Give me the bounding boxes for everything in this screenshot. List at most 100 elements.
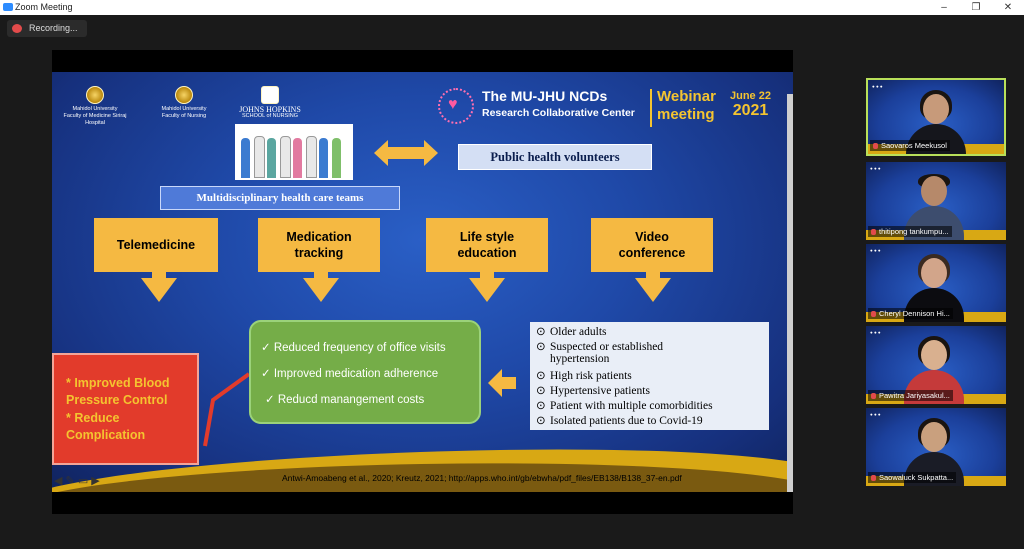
arrow-stem: [646, 272, 660, 278]
arrow-stem: [480, 272, 494, 278]
muted-mic-icon: [871, 229, 876, 235]
participant-video-tile[interactable]: ● ● ● Cheryl Dennison Hi...: [866, 244, 1006, 322]
red-box-line4: Complication: [66, 428, 146, 442]
shared-screen: Mahidol University Faculty of Medicine S…: [52, 50, 793, 514]
health-team-illustration: [235, 124, 353, 180]
double-headed-arrow-icon: [374, 140, 438, 166]
date-day: June 22: [730, 90, 771, 102]
video-conference-box: Video conference: [591, 218, 713, 272]
restore-button[interactable]: ❐: [971, 2, 981, 13]
slide-header-fragment: ● ● ●: [872, 84, 883, 89]
ncd-center-logo-icon: ♥: [438, 88, 474, 124]
list-item-text: Older adults: [550, 326, 607, 338]
list-item-text: High risk patients: [550, 370, 632, 382]
logo-name: Mahidol University: [161, 106, 207, 112]
service-line2: tracking: [294, 246, 344, 260]
participant-name-tag: Pawitra Jariyasakul...: [868, 390, 953, 401]
arrow-stem: [314, 272, 328, 278]
johns-hopkins-logo: JOHNS HOPKINS SCHOOL of NURSING: [232, 86, 308, 120]
down-arrow-icon: [635, 278, 671, 302]
arrow-stem: [152, 272, 166, 278]
list-item: ⊙Older adults: [536, 324, 607, 338]
down-arrow-icon: [469, 278, 505, 302]
participant-name-tag: Saovaros Meekusol: [870, 140, 950, 151]
service-line2: conference: [618, 246, 686, 260]
slide-header-fragment: ● ● ●: [870, 330, 881, 335]
minimize-button[interactable]: –: [941, 2, 947, 13]
target-groups-list: ⊙Older adults ⊙Suspected or established …: [530, 322, 769, 430]
service-line1: Medication: [286, 230, 352, 244]
person-figure: [267, 138, 276, 178]
outcome-item: ✓ Reducd manangement costs: [265, 394, 425, 406]
list-item: ⊙ Hypertensive patients: [536, 383, 650, 397]
slide-header-fragment: ● ● ●: [870, 166, 881, 171]
down-arrow-icon: [303, 278, 339, 302]
muted-mic-icon: [871, 311, 876, 317]
mahidol-seal-icon: [86, 86, 104, 104]
list-item-text: Hypertensive patients: [550, 385, 650, 397]
participant-face: [921, 340, 947, 370]
slide-header-fragment: ● ● ●: [870, 412, 881, 417]
slide-citation: Antwi-Amoabeng et al., 2020; Kreutz, 202…: [282, 473, 682, 483]
logo-sub: Faculty of Nursing: [161, 113, 207, 119]
participant-video-tile[interactable]: ● ● ● Saowaluck Sukpatta...: [866, 408, 1006, 486]
participant-name: Pawitra Jariyasakul...: [879, 391, 950, 400]
heart-icon: ♥: [448, 96, 458, 113]
recording-indicator[interactable]: Recording...: [7, 20, 87, 37]
service-line1: Video: [635, 230, 669, 244]
logo-sub: SCHOOL of NURSING: [241, 113, 299, 119]
list-item-text: Isolated patients due to Covid-19: [550, 415, 703, 427]
header-divider: [650, 89, 652, 127]
muted-mic-icon: [871, 393, 876, 399]
bullet-icon: ⊙: [536, 415, 546, 427]
red-box-line1: * Improved Blood: [66, 376, 170, 390]
slide-menu-icon[interactable]: ▭: [77, 475, 89, 487]
webinar-line1: Webinar: [657, 88, 716, 105]
person-figure: [254, 136, 265, 178]
participant-video-tile[interactable]: ● ● ● thitipong tankumpu...: [866, 162, 1006, 240]
list-item-text: Suspected or established: [550, 341, 664, 353]
close-button[interactable]: ✕: [1003, 2, 1013, 13]
next-slide-icon[interactable]: ▶: [91, 475, 100, 487]
slide-edge-strip: [787, 94, 793, 492]
list-item: ⊙ Isolated patients due to Covid-19: [536, 413, 703, 427]
window-titlebar: Zoom Meeting – ❐ ✕: [0, 0, 1024, 15]
participant-face: [921, 176, 947, 206]
list-item-continuation: hypertension: [550, 353, 610, 365]
window-title: Zoom Meeting: [15, 2, 73, 12]
service-line1: Telemedicine: [116, 238, 196, 252]
outcomes-box: ✓ Reduced frequency of office visits ✓ I…: [249, 320, 481, 424]
service-line1: Life style: [459, 230, 515, 244]
connector-line: [203, 372, 251, 447]
list-item: ⊙ Suspected or established: [536, 339, 663, 353]
service-line2: education: [457, 246, 517, 260]
participant-video-tile[interactable]: ● ● ● Pawitra Jariyasakul...: [866, 326, 1006, 404]
participant-name: thitipong tankumpu...: [879, 227, 949, 236]
mahidol-seal-icon: [175, 86, 193, 104]
left-arrow-icon: [488, 369, 516, 397]
person-figure: [280, 136, 291, 178]
bullet-icon: ⊙: [536, 341, 546, 353]
mahidol-nursing-logo: Mahidol University Faculty of Nursing: [146, 86, 222, 120]
recording-cloud-icon: [12, 24, 22, 33]
lifestyle-education-box: Life style education: [426, 218, 548, 272]
presentation-slide: Mahidol University Faculty of Medicine S…: [52, 72, 793, 492]
webinar-line2: meeting: [657, 106, 715, 123]
list-item: ⊙Patient with multiple comorbidities: [536, 398, 713, 412]
pen-tool-icon[interactable]: ✎: [65, 475, 75, 487]
muted-mic-icon: [873, 143, 878, 149]
hopkins-shield-icon: [261, 86, 279, 104]
participant-name: Cheryl Dennison Hi...: [879, 309, 950, 318]
person-figure: [332, 138, 341, 178]
participant-video-tile[interactable]: ● ● ● Saovaros Meekusol: [866, 78, 1006, 156]
participant-name-tag: Saowaluck Sukpatta...: [868, 472, 957, 483]
person-figure: [241, 138, 250, 178]
logo-sub: Faculty of Medicine Siriraj Hospital: [63, 113, 127, 126]
participant-name: Saowaluck Sukpatta...: [879, 473, 954, 482]
red-box-line2: Pressure Control: [66, 393, 168, 407]
telemedicine-box: Telemedicine: [94, 218, 218, 272]
bullet-icon: ⊙: [536, 385, 546, 397]
webinar-date: June 22 2021: [730, 90, 771, 120]
previous-slide-icon[interactable]: ◀: [54, 475, 63, 487]
zoom-app-icon: [3, 3, 13, 11]
